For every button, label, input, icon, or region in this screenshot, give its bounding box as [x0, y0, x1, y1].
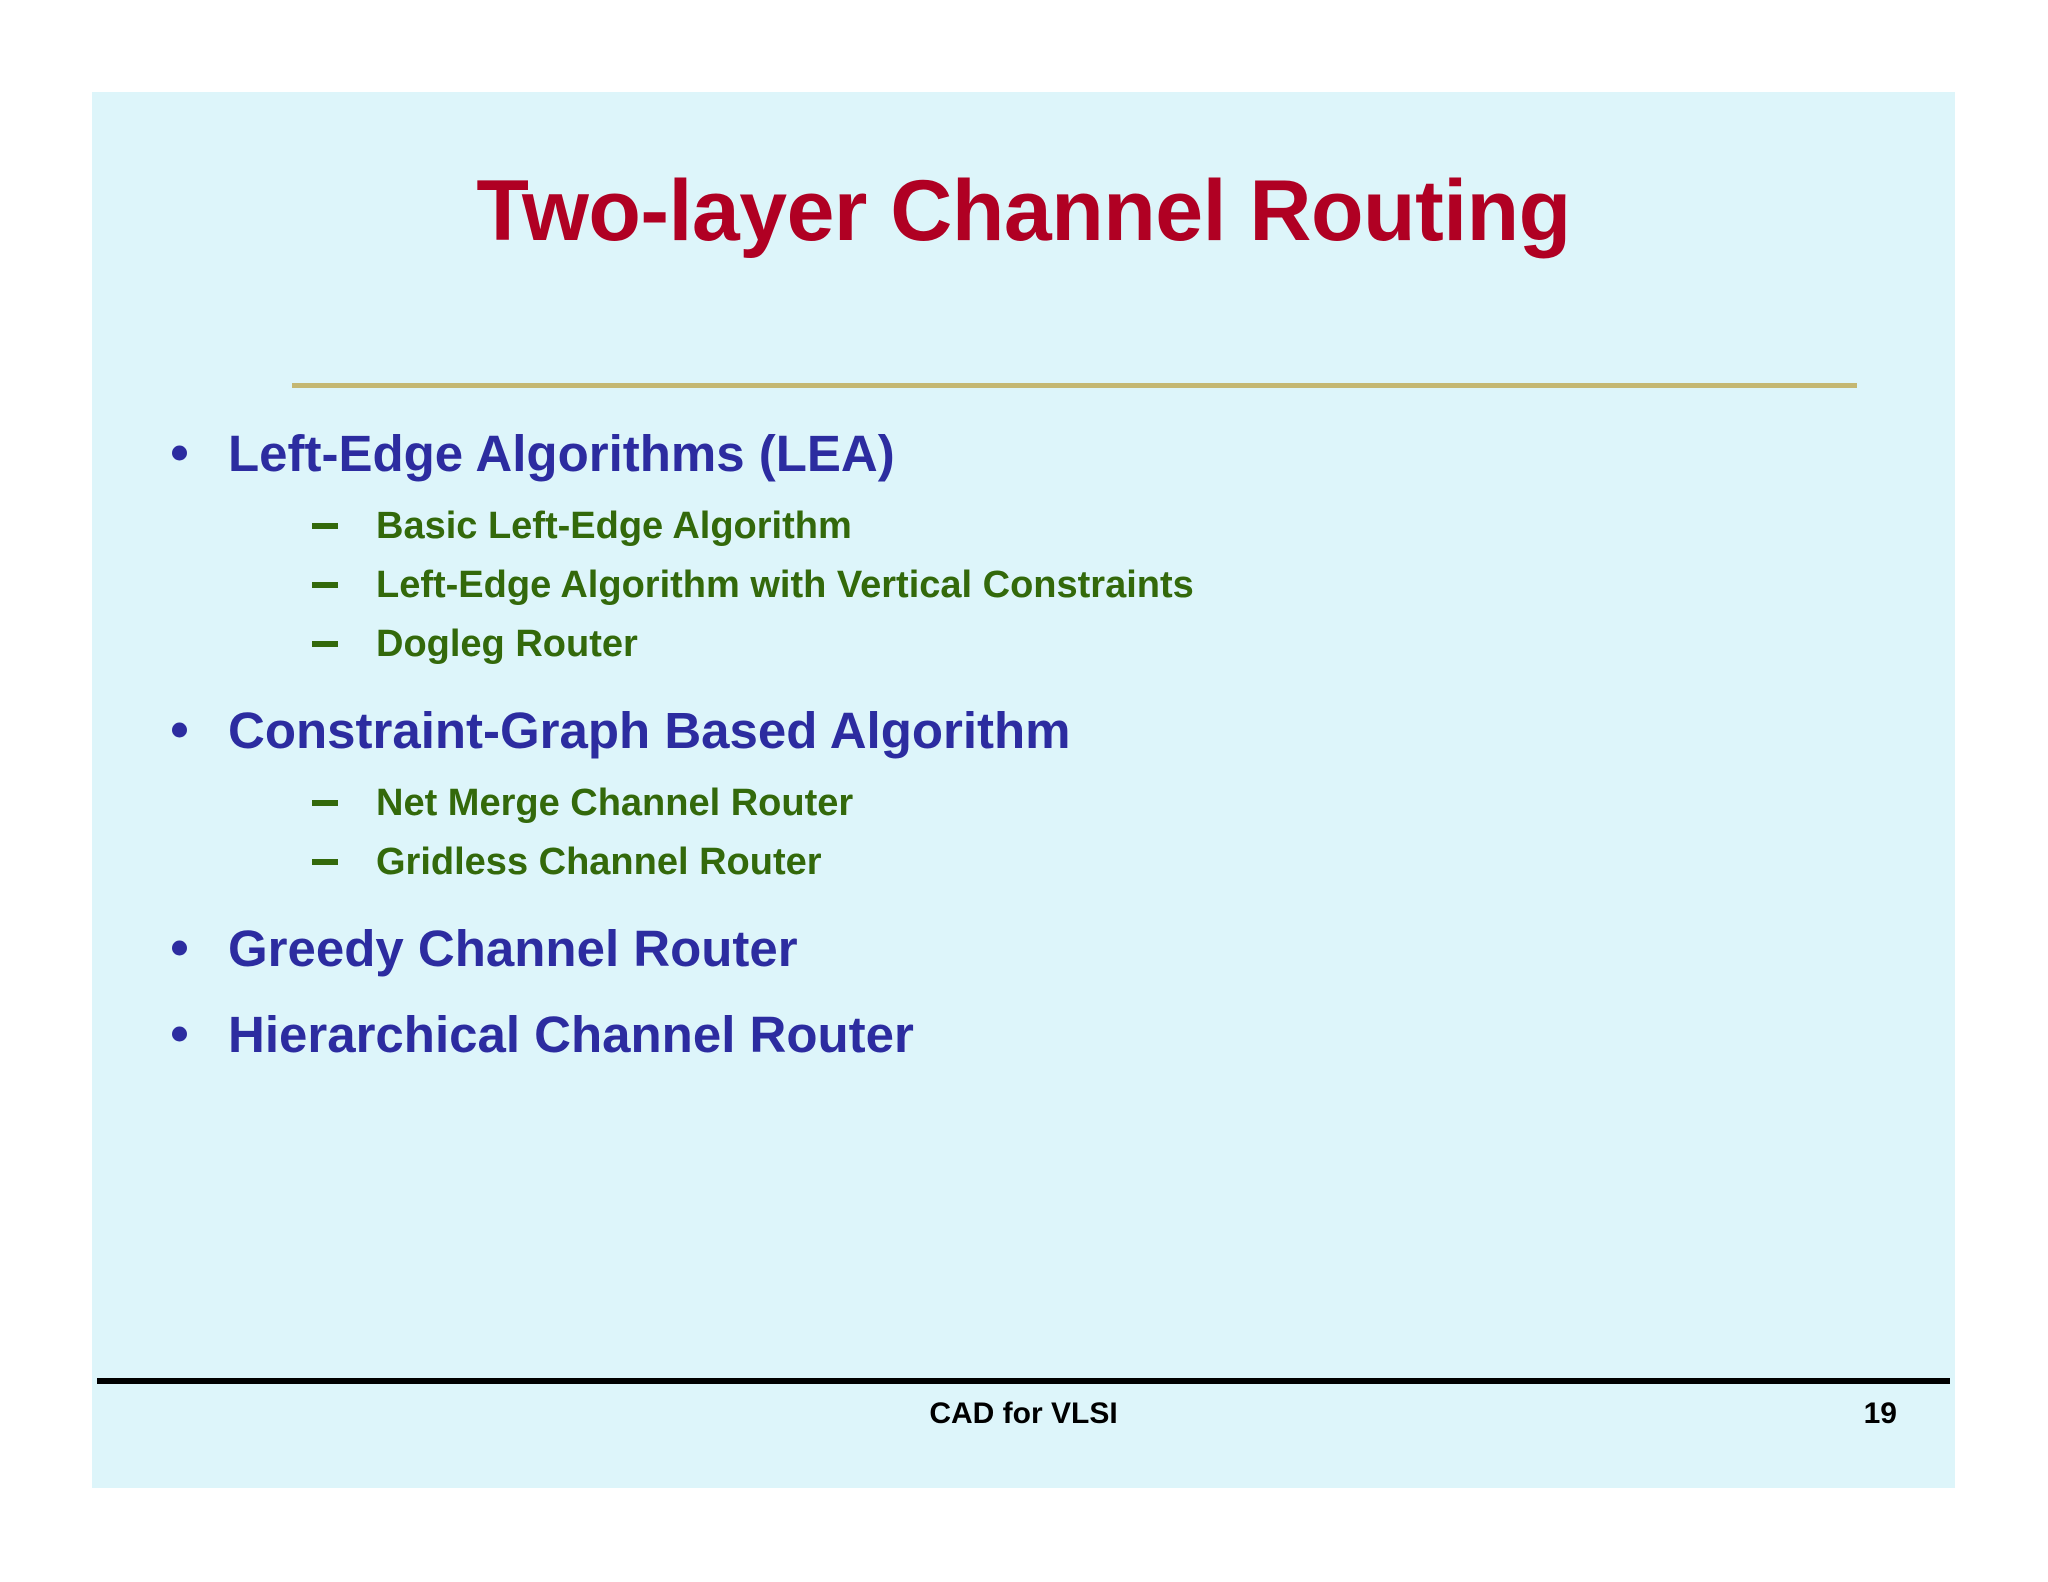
bullet-dash-icon — [312, 858, 338, 865]
footer-course-label: CAD for VLSI — [929, 1397, 1118, 1430]
bullet-item-hierarchical-channel-router: Hierarchical Channel Router — [92, 991, 1955, 1077]
bullet-label: Greedy Channel Router — [228, 919, 798, 977]
subbullet-label: Basic Left-Edge Algorithm — [376, 504, 852, 547]
subbullet-item-left-edge-algorithm-vertical-constraints: Left-Edge Algorithm with Vertical Constr… — [92, 555, 1955, 614]
group-spacer — [92, 891, 1955, 905]
bullet-dot-icon — [172, 940, 187, 956]
slide-canvas: Two-layer Channel Routing Left-Edge Algo… — [92, 92, 1955, 1488]
bullet-item-greedy-channel-router: Greedy Channel Router — [92, 905, 1955, 991]
bullet-item-left-edge-algorithms: Left-Edge Algorithms (LEA) — [92, 410, 1955, 496]
title-divider — [292, 383, 1857, 388]
bullet-label: Hierarchical Channel Router — [228, 1005, 914, 1063]
subbullet-label: Net Merge Channel Router — [376, 781, 854, 824]
subbullet-item-basic-left-edge-algorithm: Basic Left-Edge Algorithm — [92, 496, 1955, 555]
bullet-dash-icon — [312, 522, 338, 529]
bullet-dash-icon — [312, 581, 338, 588]
bullet-item-constraint-graph-based-algorithm: Constraint-Graph Based Algorithm — [92, 687, 1955, 773]
bullet-dot-icon — [172, 1026, 187, 1042]
subbullet-item-dogleg-router: Dogleg Router — [92, 614, 1955, 673]
subbullet-label: Gridless Channel Router — [376, 840, 822, 883]
bullet-dot-icon — [172, 445, 187, 461]
page-number: 19 — [1863, 1397, 1897, 1430]
subbullet-label: Left-Edge Algorithm with Vertical Constr… — [376, 563, 1194, 606]
subbullet-item-gridless-channel-router: Gridless Channel Router — [92, 832, 1955, 891]
slide-footer: CAD for VLSI 19 — [92, 1397, 1955, 1457]
footer-divider — [97, 1378, 1950, 1384]
bullet-dash-icon — [312, 640, 338, 647]
bullet-label: Left-Edge Algorithms (LEA) — [228, 424, 895, 482]
bullet-dot-icon — [172, 722, 187, 738]
bullet-label: Constraint-Graph Based Algorithm — [228, 701, 1071, 759]
group-spacer — [92, 673, 1955, 687]
subbullet-item-net-merge-channel-router: Net Merge Channel Router — [92, 773, 1955, 832]
bullet-dash-icon — [312, 799, 338, 806]
subbullet-label: Dogleg Router — [376, 622, 638, 665]
bullet-list: Left-Edge Algorithms (LEA) Basic Left-Ed… — [92, 410, 1955, 1077]
page-title: Two-layer Channel Routing — [476, 163, 1571, 259]
